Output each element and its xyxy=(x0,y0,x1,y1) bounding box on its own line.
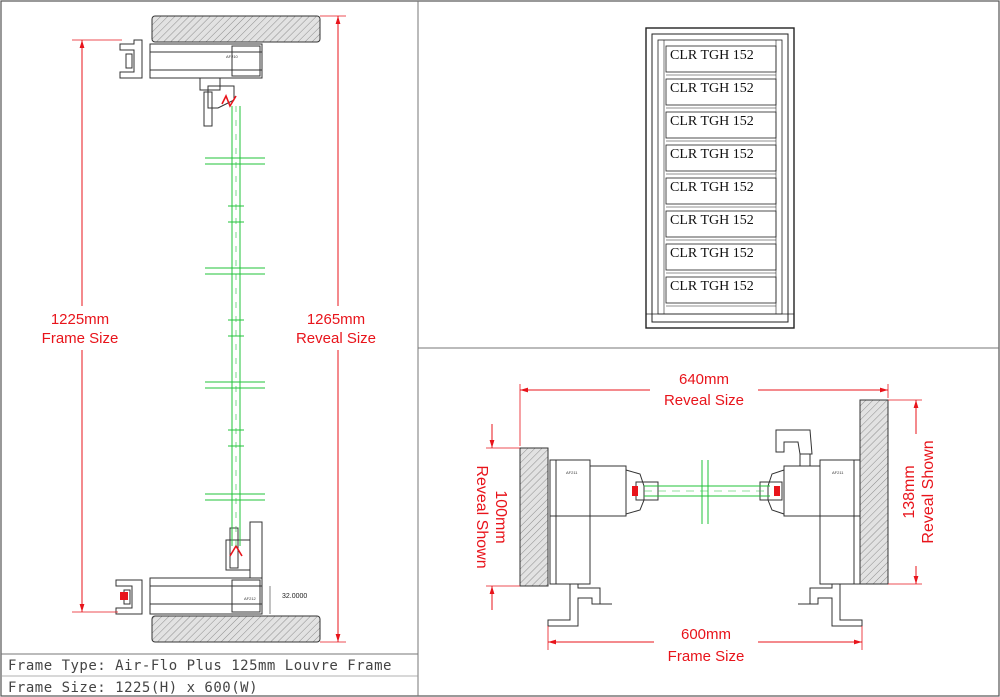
right-wall xyxy=(859,399,889,585)
louvre-blade-label: CLR TGH 152 xyxy=(670,246,754,261)
louvre-blade: CLR TGH 152 xyxy=(665,111,777,142)
glass-panel-vertical xyxy=(205,106,265,546)
plan-section: AF211 AF211 xyxy=(473,368,938,666)
louvre-blade-label: CLR TGH 152 xyxy=(670,279,754,294)
frame-size-value: 1225mm xyxy=(51,311,109,328)
frame-type-text: Frame Type: Air-Flo Plus 125mm Louvre Fr… xyxy=(8,658,392,674)
plan-reveal-dimension: 640mm Reveal Size xyxy=(519,368,889,446)
bottom-frame-profile xyxy=(115,521,263,615)
right-frame-profile xyxy=(759,429,863,627)
top-wall xyxy=(151,15,321,43)
plan-profile-label-right: AF211 xyxy=(832,470,844,475)
plan-reveal-value: 640mm xyxy=(679,371,729,388)
reveal-size-value: 1265mm xyxy=(307,311,365,328)
left-wall xyxy=(519,447,549,587)
louvre-blade: CLR TGH 152 xyxy=(665,243,777,274)
plan-profile-label-left: AF211 xyxy=(566,470,578,475)
frame-size-dimension: 1225mm Frame Size xyxy=(30,39,130,613)
louvre-blade: CLR TGH 152 xyxy=(665,276,777,307)
louvre-blade: CLR TGH 152 xyxy=(665,177,777,208)
left-reveal-shown-label: Reveal Shown xyxy=(473,465,490,568)
louvre-blade-label: CLR TGH 152 xyxy=(670,114,754,129)
louvre-blade-label: CLR TGH 152 xyxy=(670,48,754,63)
profile-label-top: AF210 xyxy=(226,54,239,59)
frame-size-label: Frame Size xyxy=(42,330,119,347)
title-block: Frame Type: Air-Flo Plus 125mm Louvre Fr… xyxy=(8,658,392,696)
louvre-blade-label: CLR TGH 152 xyxy=(670,213,754,228)
profile-label-bottom: AF212 xyxy=(244,596,257,601)
top-frame-profile xyxy=(119,39,263,127)
side-section: AF210 AF212 xyxy=(30,15,390,643)
louvre-blade: CLR TGH 152 xyxy=(665,210,777,241)
left-reveal-shown-dimension: 100mm Reveal Shown xyxy=(473,424,520,610)
small-dimension: 32.0000 xyxy=(282,593,307,600)
reveal-size-label: Reveal Size xyxy=(296,330,376,347)
plan-frame-dimension: 600mm Frame Size xyxy=(547,624,863,666)
left-frame-profile xyxy=(547,459,659,627)
bottom-wall xyxy=(151,615,321,643)
glass-panel-horizontal xyxy=(644,460,770,524)
louvre-blade: CLR TGH 152 xyxy=(665,144,777,175)
frame-size-text: Frame Size: 1225(H) x 600(W) xyxy=(8,680,258,696)
reveal-size-dimension: 1265mm Reveal Size xyxy=(286,15,390,643)
plan-reveal-label: Reveal Size xyxy=(664,392,744,409)
louvre-blade: CLR TGH 152 xyxy=(665,78,777,109)
left-reveal-shown-value: 100mm xyxy=(492,490,509,543)
right-reveal-shown-dimension: 138mm Reveal Shown xyxy=(888,399,938,585)
plan-frame-label: Frame Size xyxy=(668,648,745,665)
louvre-blade-label: CLR TGH 152 xyxy=(670,180,754,195)
louvre-blade-label: CLR TGH 152 xyxy=(670,147,754,162)
louvre-blade: CLR TGH 152 xyxy=(665,45,777,76)
right-reveal-shown-value: 138mm xyxy=(901,465,918,518)
louvre-blade-label: CLR TGH 152 xyxy=(670,81,754,96)
plan-frame-value: 600mm xyxy=(681,626,731,643)
right-reveal-shown-label: Reveal Shown xyxy=(920,440,937,543)
